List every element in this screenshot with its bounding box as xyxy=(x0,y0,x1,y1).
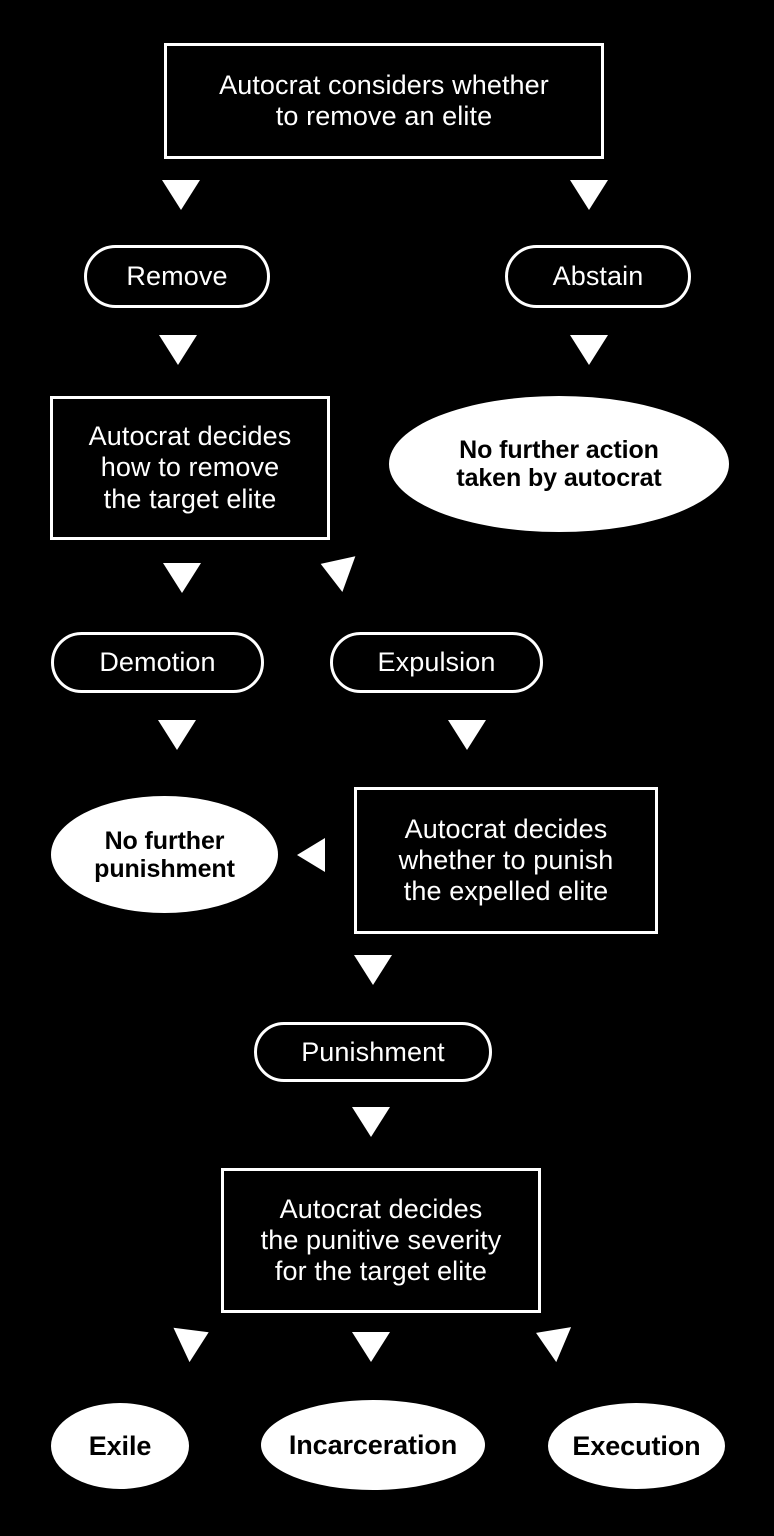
arrow-how-remove-to-demotion xyxy=(163,563,201,593)
how-remove-line-1: Autocrat decides xyxy=(88,421,292,452)
node-expulsion-choice[interactable]: Expulsion xyxy=(330,632,543,693)
punishment-choice-label: Punishment xyxy=(301,1036,445,1067)
no-further-punishment-line-1: No further xyxy=(104,826,225,855)
node-punish-decision[interactable]: Autocrat decides whether to punish the e… xyxy=(354,787,658,934)
node-incarceration-outcome[interactable]: Incarceration xyxy=(261,1400,485,1490)
arrow-how-remove-to-expulsion xyxy=(314,545,356,592)
no-further-action-line-1: No further action xyxy=(459,436,659,464)
arrow-root-to-abstain xyxy=(570,180,608,210)
node-execution-outcome[interactable]: Execution xyxy=(548,1403,725,1489)
arrow-severity-to-incarceration xyxy=(352,1332,390,1362)
punish-decision-line-3: the expelled elite xyxy=(403,876,609,907)
expulsion-choice-label: Expulsion xyxy=(377,647,496,677)
node-punishment-choice[interactable]: Punishment xyxy=(254,1022,492,1082)
severity-decision-line-1: Autocrat decides xyxy=(279,1193,483,1224)
node-remove-choice[interactable]: Remove xyxy=(84,245,270,308)
severity-decision-line-3: for the target elite xyxy=(274,1256,488,1287)
node-severity-decision[interactable]: Autocrat decides the punitive severity f… xyxy=(221,1168,541,1313)
abstain-choice-label: Abstain xyxy=(552,261,644,291)
severity-decision-line-2: the punitive severity xyxy=(260,1224,502,1255)
punish-decision-line-2: whether to punish xyxy=(398,844,614,875)
arrow-severity-to-execution xyxy=(528,1315,572,1363)
no-further-action-line-2: taken by autocrat xyxy=(456,464,662,492)
node-no-further-punishment[interactable]: No further punishment xyxy=(51,796,278,913)
how-remove-line-3: the target elite xyxy=(103,483,277,514)
node-exile-outcome[interactable]: Exile xyxy=(51,1403,189,1489)
arrow-severity-to-exile xyxy=(173,1315,217,1363)
root-decision-line-2: to remove an elite xyxy=(275,101,493,131)
demotion-choice-label: Demotion xyxy=(99,647,216,677)
incarceration-outcome-label: Incarceration xyxy=(288,1429,458,1460)
arrow-root-to-remove xyxy=(162,180,200,210)
node-abstain-choice[interactable]: Abstain xyxy=(505,245,691,308)
node-demotion-choice[interactable]: Demotion xyxy=(51,632,264,693)
node-how-remove-decision[interactable]: Autocrat decides how to remove the targe… xyxy=(50,396,330,540)
execution-outcome-label: Execution xyxy=(572,1430,701,1461)
remove-choice-label: Remove xyxy=(126,261,228,291)
punish-decision-line-1: Autocrat decides xyxy=(404,813,608,844)
arrow-expulsion-to-punish-decision xyxy=(448,720,486,750)
arrow-demotion-to-no-punishment xyxy=(158,720,196,750)
exile-outcome-label: Exile xyxy=(88,1430,152,1461)
node-no-further-action[interactable]: No further action taken by autocrat xyxy=(389,396,729,532)
arrow-abstain-to-no-action xyxy=(570,335,608,365)
root-decision-line-1: Autocrat considers whether xyxy=(219,69,549,100)
arrow-punishment-to-severity xyxy=(352,1107,390,1137)
how-remove-line-2: how to remove xyxy=(100,452,280,483)
no-further-punishment-line-2: punishment xyxy=(94,854,235,883)
arrow-remove-to-how-remove xyxy=(159,335,197,365)
node-root-decision[interactable]: Autocrat considers whether to remove an … xyxy=(164,43,604,159)
arrow-punish-decision-to-no-punishment xyxy=(297,838,325,872)
arrow-punish-decision-to-punishment xyxy=(354,955,392,985)
